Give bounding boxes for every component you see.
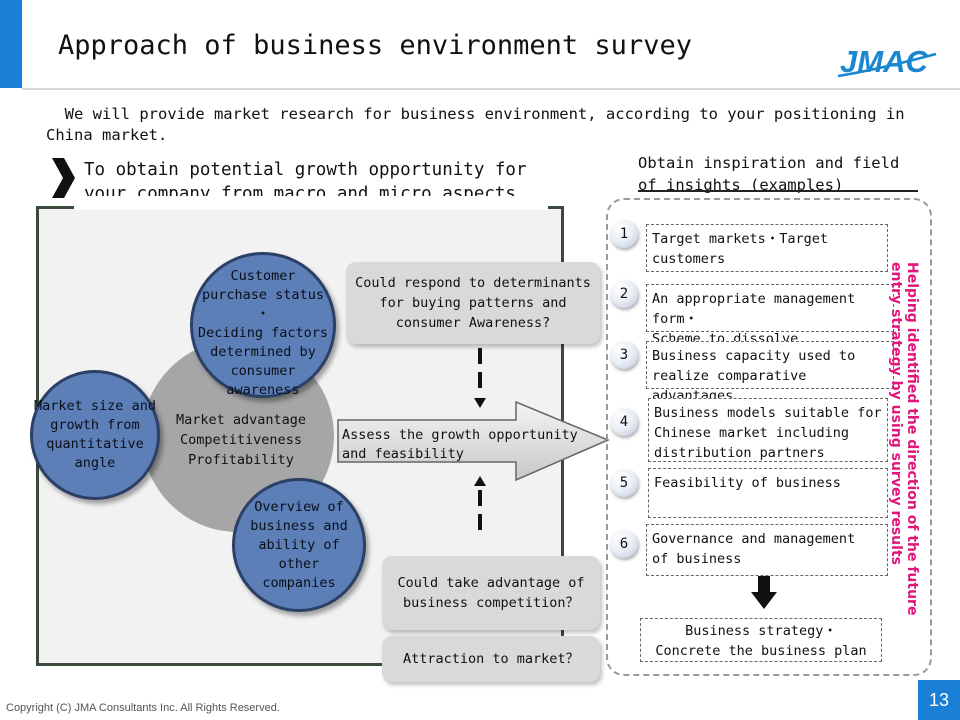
number-badge-3: 3 [610, 341, 638, 369]
copyright-text: Copyright (C) JMA Consultants Inc. All R… [6, 702, 280, 714]
number-badge-2: 2 [610, 280, 638, 308]
insight-item-5: Feasibility of business [648, 468, 888, 518]
down-arrow-icon [751, 576, 777, 609]
intro-line-1: We will provide market research for busi… [46, 105, 905, 123]
panel-top-gap [74, 196, 548, 210]
jmac-logo: JMAC [837, 44, 937, 79]
market-size-circle: Market size and growth from quantitative… [30, 370, 160, 500]
insights-heading-line-1: Obtain inspiration and field [638, 154, 900, 172]
vertical-text-line-1: Helping identified the direction of the … [904, 262, 920, 615]
circle-line: ・ [256, 306, 270, 322]
assess-arrow-shape [337, 400, 610, 482]
number-badge-1: 1 [610, 220, 638, 248]
vertical-conclusion-text: Helping identified the direction of the … [888, 262, 920, 615]
circle-line: growth from [50, 417, 140, 433]
circle-line: determined by [210, 344, 316, 360]
vertical-text-line-2: entry strategy by using survey results [888, 262, 904, 565]
circle-line: business and [250, 517, 348, 534]
circle-line: Customer [230, 268, 296, 284]
circle-line: purchase status [202, 287, 324, 303]
insight-item-1: Target markets・Target customers [646, 224, 888, 272]
circle-line: ability of other [258, 536, 340, 572]
business-strategy-box: Business strategy・ Concrete the business… [640, 618, 882, 662]
chevron-right-icon [52, 158, 75, 198]
competition-question-box: Could take advantage of business competi… [382, 556, 600, 630]
insight-item-2: An appropriate management form・ Scheme t… [646, 284, 894, 367]
header-divider [22, 88, 960, 90]
circle-line: companies [262, 574, 336, 591]
arrow-up-icon [474, 476, 486, 486]
connector-dash [478, 372, 482, 388]
insights-heading-line-2: of insights (examples) [638, 176, 844, 194]
circle-line: awareness [226, 382, 300, 398]
section-heading-line-1: To obtain potential growth opportunity f… [84, 160, 527, 180]
insight-item-4: Business models suitable for Chinese mar… [648, 398, 888, 462]
page-number-box [918, 680, 960, 720]
intro-text: We will provide market research for busi… [46, 104, 926, 146]
insights-heading-rule [638, 190, 918, 192]
circle-line: Overview of [254, 498, 344, 515]
insights-heading: Obtain inspiration and field of insights… [638, 152, 899, 196]
number-badge-4: 4 [610, 408, 638, 436]
page-number: 13 [928, 690, 950, 710]
circle-line: Deciding factors [197, 325, 329, 341]
center-line: Competitiveness [180, 432, 302, 448]
respond-question-box: Could respond to determinants for buying… [346, 262, 600, 344]
center-line: Profitability [188, 452, 294, 468]
number-badge-5: 5 [610, 469, 638, 497]
insight-item-6: Governance and management of business [646, 524, 888, 576]
intro-line-2: China market. [46, 126, 168, 144]
competitor-overview-circle: Overview of business and ability of othe… [232, 478, 366, 612]
insight-item-3: Business capacity used to realize compar… [646, 341, 894, 404]
arrow-text-line-2: and feasibility [342, 446, 464, 462]
connector-dash [478, 490, 482, 506]
circle-line: consumer [230, 363, 296, 379]
assess-arrow-text: Assess the growth opportunity and feasib… [342, 426, 578, 464]
number-badge-6: 6 [610, 530, 638, 558]
header-accent-bar [0, 0, 22, 88]
circle-line: quantitative [46, 436, 144, 452]
market-advantage-text: Market advantage Competitiveness Profita… [168, 410, 314, 470]
customer-purchase-circle: Customer purchase status ・ Deciding fact… [190, 252, 336, 398]
connector-dash [478, 348, 482, 364]
center-line: Market advantage [175, 412, 307, 428]
arrow-down-icon [474, 398, 486, 408]
arrow-text-line-1: Assess the growth opportunity [342, 427, 578, 443]
circle-line: angle [74, 455, 116, 471]
insights-panel [606, 198, 932, 676]
circle-line: Market size and [34, 398, 156, 414]
page-title: Approach of business environment survey [58, 30, 692, 61]
attraction-question-box: Attraction to market？ [382, 636, 600, 682]
connector-dash [478, 514, 482, 530]
